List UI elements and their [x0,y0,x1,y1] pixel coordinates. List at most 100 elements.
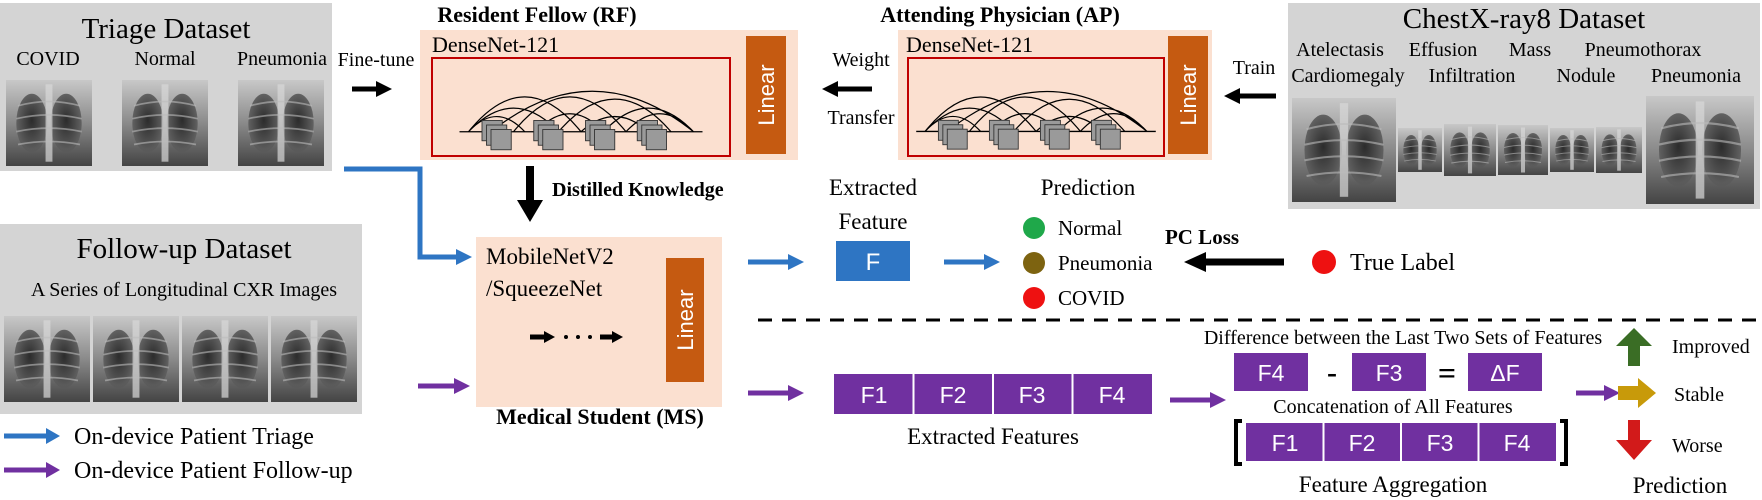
diff-f3-box [1352,353,1426,391]
pc-loss-label: PC Loss [1165,225,1239,249]
train-arrow [1224,88,1276,104]
pc-loss-arrow [1184,252,1284,272]
transfer-label: Transfer [827,107,894,129]
true-label-text: True Label [1350,250,1455,276]
followup-to-student-arrow [418,378,470,394]
ap-backbone-label: DenseNet-121 [906,32,1033,57]
triage-dataset-panel: Triage Dataset COVID Normal Pneumonia [0,3,332,171]
extracted-features-label: Extracted Features [907,424,1079,449]
ms-to-features-arrow [748,385,804,401]
rf-linear-head [746,36,786,154]
concat-f3: F3 [1427,430,1454,456]
chestx-label-effusion: Effusion [1409,39,1478,61]
stable-arrow-icon [1618,378,1656,408]
diff-f4-box [1234,353,1308,391]
ap-title: Attending Physician (AP) [880,2,1120,27]
distilled-knowledge-arrow [517,166,543,222]
ms-linear-head [666,258,704,382]
feature-to-prediction-arrow [944,254,1000,270]
concat-f2: F2 [1349,430,1376,456]
feature-f-label: F [866,249,881,276]
ms-layer-dots-icon [530,331,623,343]
chestx-xray-3 [1444,122,1496,178]
followup-prediction-label: Prediction [1633,473,1728,498]
concat-title: Concatenation of All Features [1273,396,1513,418]
diff-delta-box [1468,353,1542,391]
triage-dataset-title: Triage Dataset [82,13,251,45]
legend-triage-arrowhead [46,428,60,444]
legend-followup-label: On-device Patient Follow-up [74,458,353,484]
feature-f1: F1 [861,382,888,408]
class-covid-dot [1023,287,1045,309]
class-normal-dot [1023,217,1045,239]
diff-delta-label: ΔF [1490,360,1519,386]
diff-f4-label: F4 [1258,360,1285,386]
extracted-features-row: F1 F2 F3 F4 [834,374,1152,414]
ms-backbone-line2: /SqueezeNet [486,276,603,301]
ms-model-box: MobileNetV2 /SqueezeNet Linear [476,237,722,407]
finetune-arrow [352,81,392,97]
outcome-stable-label: Stable [1674,384,1724,406]
ap-model-box: DenseNet-121 Linear [898,30,1212,160]
concat-right-bracket [1560,419,1568,466]
chestx-xray-6 [1596,125,1642,175]
chestx-label-nodule: Nodule [1557,65,1616,87]
followup-dataset-subtitle: A Series of Longitudinal CXR Images [31,279,337,301]
feature-f-box [836,241,910,281]
feature-aggregation-label: Feature Aggregation [1299,472,1488,497]
ms-title: Medical Student (MS) [496,404,704,429]
true-label-dot [1312,250,1336,274]
triage-xray-covid [6,80,92,166]
difference-title: Difference between the Last Two Sets of … [1204,327,1602,349]
legend: On-device Patient Triage On-device Patie… [4,424,353,484]
class-covid-label: COVID [1058,286,1125,310]
chestx-xray-4 [1498,123,1548,177]
finetune-label: Fine-tune [338,49,415,71]
chestx-dataset-panel: ChestX-ray8 Dataset Atelectasis Effusion… [1288,3,1760,209]
legend-followup-arrowhead [46,462,60,478]
weight-label: Weight [832,49,890,71]
followup-xray-1 [4,314,90,404]
legend-triage-label: On-device Patient Triage [74,424,314,450]
concat-f1: F1 [1272,430,1299,456]
followup-xray-4 [271,314,357,404]
chestx-xray-2 [1398,126,1442,174]
triage-label-normal: Normal [134,48,196,70]
ms-backbone-line1: MobileNetV2 [486,244,614,269]
class-pneumonia-dot [1023,252,1045,274]
triage-label-covid: COVID [16,48,79,70]
rf-title: Resident Fellow (RF) [437,2,636,27]
feature-f3: F3 [1019,382,1046,408]
followup-xray-3 [182,314,268,404]
followup-dataset-title: Follow-up Dataset [76,233,291,265]
ap-linear-label: Linear [1176,64,1201,125]
rf-model-box: DenseNet-121 Linear [420,30,798,160]
triage-xray-pneumonia [238,80,324,166]
diff-minus: - [1327,356,1337,389]
rf-densenet-block [431,57,731,157]
chestx-label-pneumonia: Pneumonia [1651,65,1741,87]
triage-xray-normal [122,80,208,166]
chestx-label-atelectasis: Atelectasis [1296,39,1384,61]
chestx-xray-1 [1292,96,1396,204]
weight-transfer-arrow [822,81,872,97]
chestx-label-mass: Mass [1509,39,1551,61]
concat-f4: F4 [1504,430,1531,456]
class-normal-label: Normal [1058,216,1122,240]
features-to-aggregation-arrow [1170,392,1226,408]
chestx-label-infiltration: Infiltration [1429,65,1516,87]
ms-linear-label: Linear [673,289,698,350]
triage-label-pneumonia: Pneumonia [237,48,327,70]
improved-arrow-icon [1616,328,1652,366]
worse-arrow-icon [1616,420,1652,460]
ap-linear-head [1168,36,1208,154]
followup-xray-2 [93,314,179,404]
extracted-feature-line1: Extracted [829,175,918,200]
concat-left-bracket [1234,419,1242,466]
outcome-worse-label: Worse [1672,435,1723,457]
concat-features-row: F1 F2 F3 F4 [1234,419,1568,466]
rf-linear-label: Linear [754,64,779,125]
triage-to-student-arrow [344,166,472,265]
chestx-dataset-title: ChestX-ray8 Dataset [1403,3,1645,35]
class-pneumonia-label: Pneumonia [1058,251,1153,275]
